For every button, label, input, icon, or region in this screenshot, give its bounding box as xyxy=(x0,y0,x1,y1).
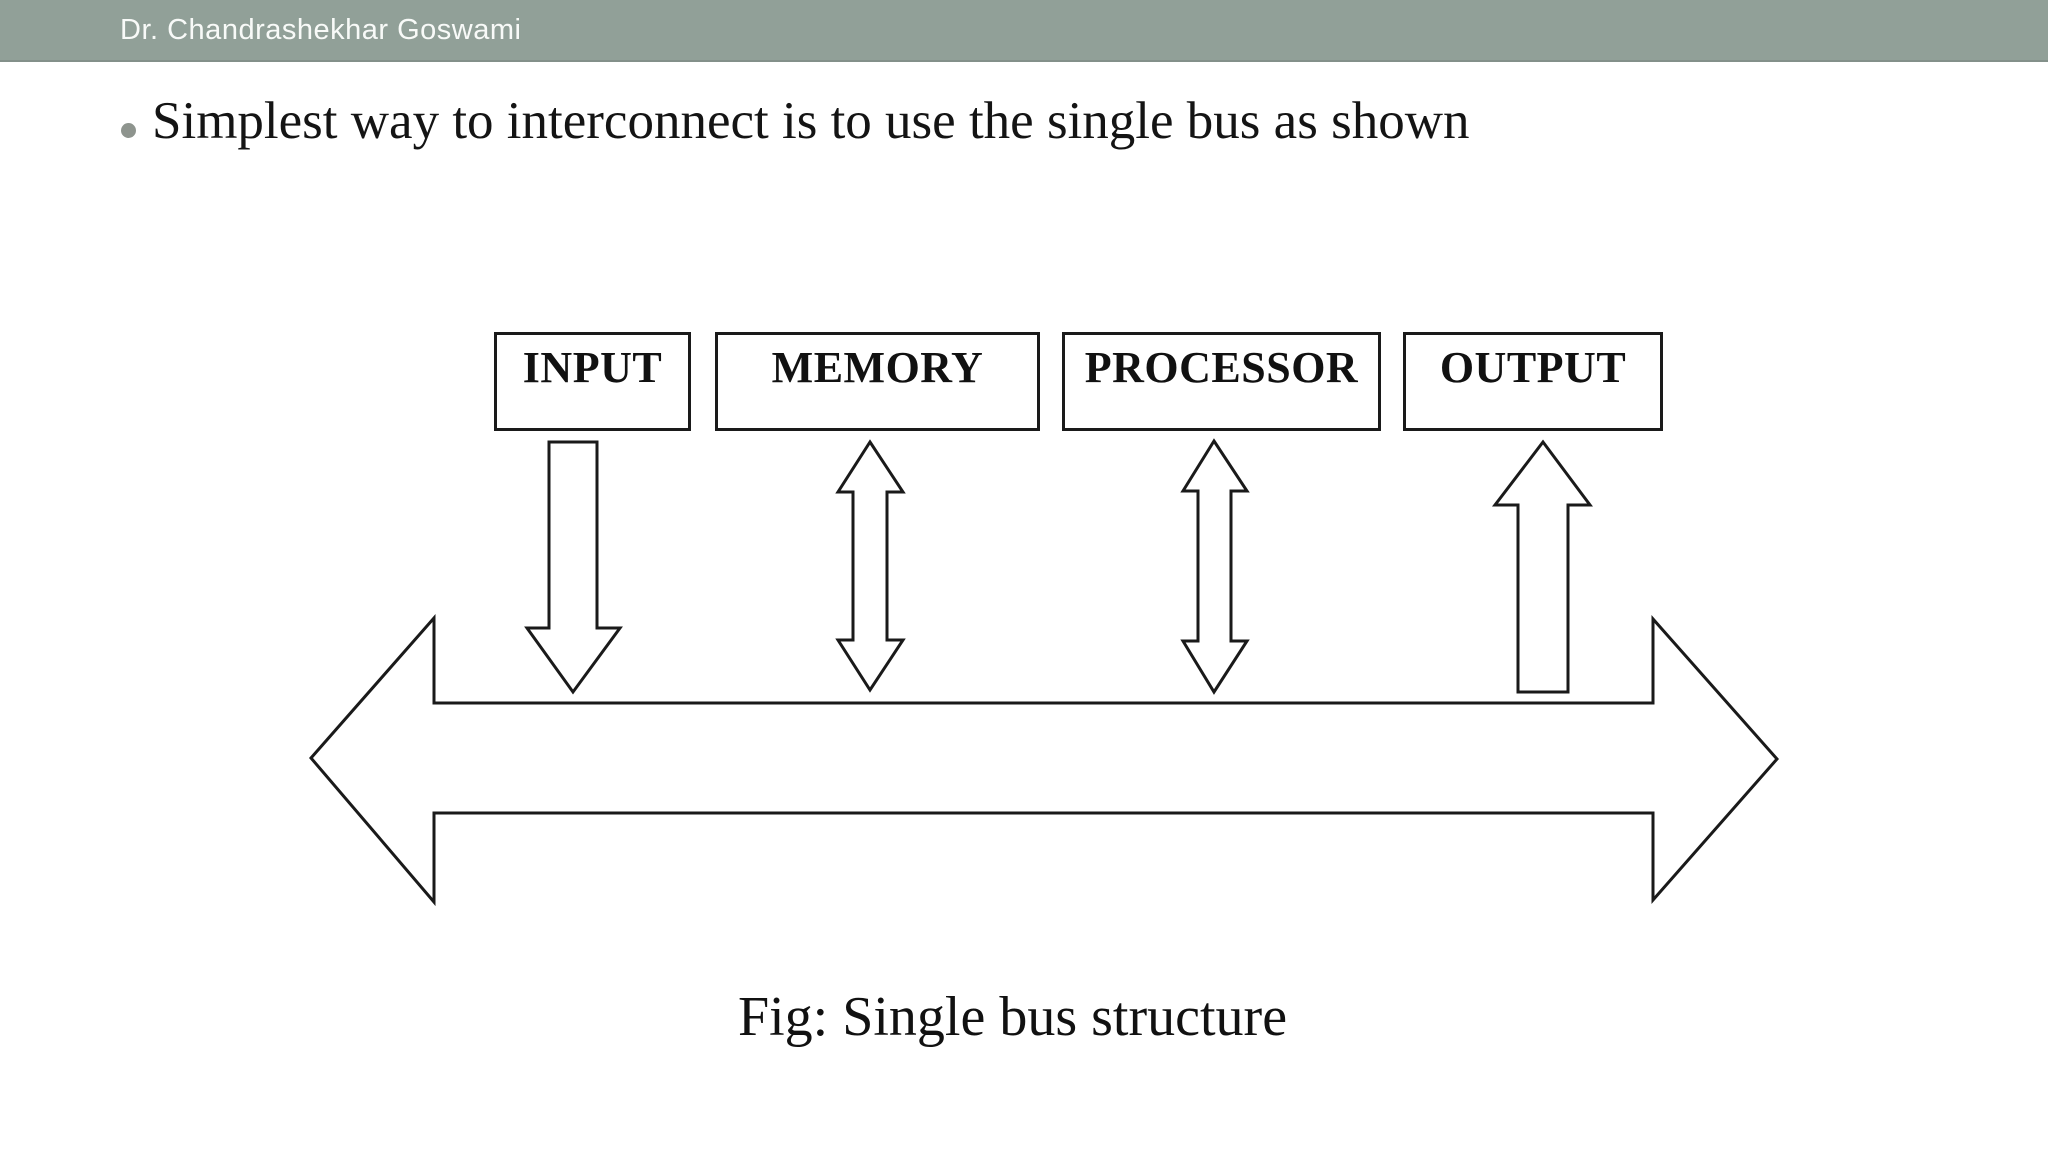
bus-to-output-arrow-icon xyxy=(1491,439,1593,694)
processor-bus-double-arrow-icon xyxy=(1180,438,1250,695)
output-box-label: OUTPUT xyxy=(1439,343,1627,392)
memory-bus-double-arrow-icon xyxy=(835,439,906,693)
figure-caption: Fig: Single bus structure xyxy=(737,986,1288,1048)
output-box: OUTPUT xyxy=(1403,332,1663,431)
header-bar: Dr. Chandrashekhar Goswami xyxy=(0,0,2048,62)
input-box: INPUT xyxy=(494,332,691,431)
input-box-label: INPUT xyxy=(522,343,663,392)
author-name: Dr. Chandrashekhar Goswami xyxy=(120,14,522,46)
bus-double-arrow xyxy=(309,614,1780,907)
input-to-bus-arrow-icon xyxy=(524,440,623,695)
memory-box: MEMORY xyxy=(715,332,1040,431)
processor-box-label: PROCESSOR xyxy=(1084,343,1359,392)
memory-box-label: MEMORY xyxy=(771,343,984,392)
processor-box: PROCESSOR xyxy=(1062,332,1381,431)
bullet-icon xyxy=(121,123,136,138)
slide-heading: Simplest way to interconnect is to use t… xyxy=(152,92,1470,150)
